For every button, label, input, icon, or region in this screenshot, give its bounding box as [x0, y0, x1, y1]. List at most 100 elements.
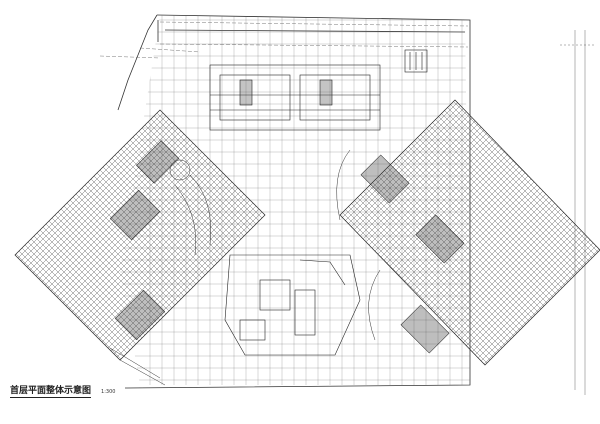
grid-line: [15, 110, 85, 360]
grid-line: [15, 110, 85, 360]
grid-line: [15, 110, 31, 360]
grid-line: [459, 100, 600, 365]
grid-line: [15, 110, 73, 360]
grid-line: [15, 110, 19, 360]
grid-line: [15, 110, 55, 360]
grid-line: [15, 110, 79, 360]
grid-line: [501, 100, 600, 365]
grid-line: [537, 100, 600, 365]
grid-line: [15, 110, 265, 360]
left-wing-units: [109, 140, 180, 341]
grid-line: [15, 110, 97, 360]
grid-line: [15, 110, 31, 360]
grid-line: [399, 100, 600, 365]
grid-line: [15, 110, 25, 360]
top-residential-block: [209, 49, 428, 131]
grid-line: [15, 110, 103, 360]
grid-line: [15, 110, 37, 360]
grid-line: [567, 100, 600, 365]
grid-line: [0, 0, 12, 400]
grid-line: [15, 110, 181, 360]
grid-line: [543, 100, 600, 365]
grid-line: [417, 100, 600, 365]
grid-line: [435, 100, 600, 365]
grid-line: [543, 100, 600, 365]
grid-line: [555, 100, 600, 365]
grid-line: [15, 110, 37, 360]
grid-line: [15, 110, 61, 360]
grid-line: [15, 110, 265, 360]
site-boundary: [117, 14, 471, 389]
grid-line: [495, 100, 600, 365]
grid-line: [483, 100, 600, 365]
grid-line: [15, 110, 127, 360]
grid-line: [15, 110, 109, 360]
grid-line: [15, 110, 265, 360]
grid-line: [15, 110, 193, 360]
grid-line: [15, 110, 265, 360]
grid-line: [15, 110, 205, 360]
grid-line: [537, 100, 600, 365]
grid-line: [411, 100, 600, 365]
grid-line: [340, 100, 537, 365]
grid-line: [15, 110, 139, 360]
grid-line: [15, 110, 109, 360]
grid-line: [477, 100, 600, 365]
drawing-title: 首层平面整体示意图: [10, 383, 92, 398]
grid-line: [405, 100, 600, 365]
grid-line: [441, 100, 600, 365]
grid-line: [531, 100, 600, 365]
grid-line: [15, 110, 265, 360]
grid-line: [15, 110, 67, 360]
grid-line: [447, 100, 600, 365]
right-wing-units: [360, 154, 465, 354]
grid-line: [15, 110, 61, 360]
grid-line: [15, 110, 103, 360]
grid-line: [519, 100, 600, 365]
grid-line: [15, 110, 139, 360]
grid-line: [423, 100, 600, 365]
grid-line: [15, 110, 49, 360]
grid-line: [573, 100, 600, 365]
grid-line: [15, 110, 49, 360]
grid-line: [501, 100, 600, 365]
grid-line: [585, 100, 600, 365]
grid-line: [15, 110, 163, 360]
grid-line: [531, 100, 600, 365]
grid-line: [513, 100, 600, 365]
grid-line: [15, 110, 97, 360]
grid-line: [15, 110, 73, 360]
grid-line: [340, 100, 525, 365]
grid-line: [495, 100, 600, 365]
grid-line: [0, 0, 6, 400]
drawing-scale: 1:300: [101, 389, 116, 395]
grid-line: [15, 110, 25, 360]
grid-line: [471, 100, 600, 365]
grid-line: [73, 110, 265, 360]
grid-line: [67, 110, 265, 360]
grid-line: [15, 110, 19, 360]
grid-line: [519, 100, 600, 365]
grid-line: [15, 110, 265, 360]
grid-line: [591, 100, 600, 365]
road-lines: [99, 21, 469, 59]
grid-line: [15, 110, 265, 360]
plaza-curves: [169, 149, 381, 341]
grid-line: [340, 100, 531, 365]
grid-line: [15, 110, 199, 360]
grid-line: [15, 110, 265, 360]
grid-line: [573, 100, 600, 365]
grid-line: [15, 110, 265, 360]
right-road-lines: [560, 30, 595, 395]
grid-line: [591, 100, 600, 365]
grid-line: [567, 100, 600, 365]
grid-line: [0, 0, 12, 400]
grid-line: [15, 110, 115, 360]
grid-line: [15, 110, 169, 360]
grid-line: [15, 110, 79, 360]
bottom-left-road: [109, 347, 166, 386]
grid-line: [489, 100, 600, 365]
drawing-title-block: 首层平面整体示意图 1:300: [10, 383, 115, 398]
left-wing-outline: [14, 109, 266, 361]
